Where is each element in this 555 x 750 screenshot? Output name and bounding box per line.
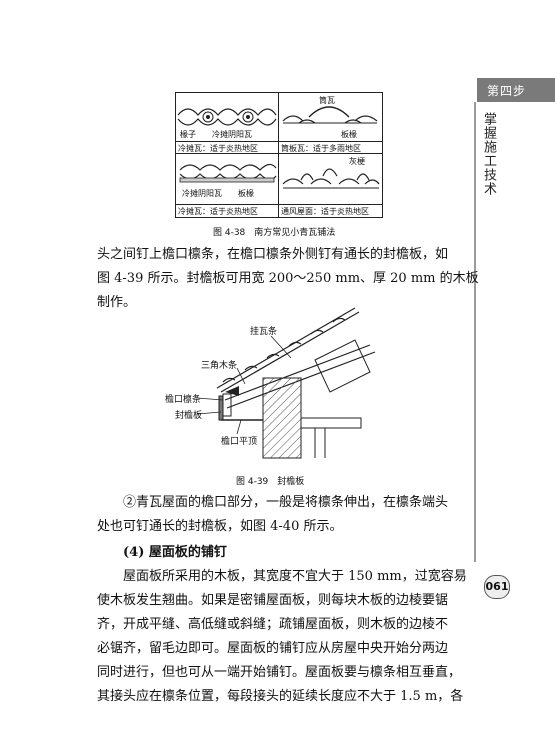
page-number: 061	[484, 575, 510, 599]
figure-4-38: 椽子 冷摊阴阳瓦 冷摊瓦：适于炎热地区 筒瓦 板椽 筒板瓦：适于多雨地区 冷摊阴…	[175, 92, 383, 218]
fig438-desc: 冷摊瓦：适于炎热地区	[178, 144, 258, 153]
fig438-label: 灰梗	[349, 157, 365, 166]
figure-4-39: 挂瓦条 三角木条 檐口檩条 封檐板 檐口平顶	[165, 300, 395, 460]
label-san-jiao-mu-tiao: 三角木条	[201, 361, 238, 371]
paragraph-3: 屋面板所采用的木板，其宽度不宜大于 150 mm，过宽容易 使木板发生翘曲。如果…	[97, 565, 469, 709]
chapter-tab-label: 第四步	[487, 84, 527, 98]
paragraph-line: 处也可钉通长的封檐板，如图 4-40 所示。	[97, 519, 343, 534]
fig438-desc: 通风屋面：适于炎热地区	[281, 207, 369, 216]
section-heading: (4) 屋面板的铺钉	[123, 545, 227, 560]
fig438-label: 冷摊阴阳瓦	[182, 189, 222, 198]
chapter-tab: 第四步	[477, 78, 555, 102]
paragraph-line: 制作。	[97, 295, 137, 310]
paragraph-line: 头之间钉上檐口檩条，在檐口檩条外侧钉有通长的封檐板，如	[97, 247, 449, 262]
side-divider	[474, 102, 476, 562]
fig438-cell-1: 椽子 冷摊阴阳瓦 冷摊瓦：适于炎热地区	[175, 92, 279, 154]
paragraph-line: 必锯齐，留毛边即可。屋面板的铺钉应从房屋中央开始分两边	[97, 641, 449, 656]
paragraph-line: 齐，开成平缝、高低缝或斜缝；疏铺屋面板，则木板的边棱不	[97, 617, 449, 632]
paragraph-2: ②青瓦屋面的檐口部分，一般是将檩条伸出，在檩条端头 处也可钉通长的封檐板，如图 …	[97, 491, 469, 539]
cold-laid-tile-drawing	[177, 108, 277, 126]
fig438-cell-3: 冷摊阴阳瓦 板椽 冷摊瓦：适于炎热地区	[175, 153, 279, 218]
fig438-desc: 冷摊瓦：适于炎热地区	[178, 207, 258, 216]
label-feng-yan-ban: 封檐板	[175, 411, 203, 421]
paragraph-line: 其接头应在檩条位置，每段接头的延续长度应不大于 1.5 m，各	[97, 689, 464, 704]
cold-laid-tile-drawing-2	[179, 163, 277, 183]
paragraph-line: ②青瓦屋面的檐口部分，一般是将檩条伸出，在檩条端头	[123, 495, 449, 510]
label-yan-kou-ping-ding: 檐口平顶	[221, 437, 258, 447]
paragraph-line: 屋面板所采用的木板，其宽度不宜大于 150 mm，过宽容易	[123, 569, 467, 584]
ventilated-roof-drawing	[282, 168, 380, 189]
fig438-label: 板椽	[238, 189, 254, 198]
paragraph-line: 图 4-39 所示。封檐板可用宽 200～250 mm、厚 20 mm 的木板	[97, 271, 479, 286]
fig438-desc: 筒板瓦：适于多雨地区	[281, 144, 361, 153]
fig438-label: 板椽	[341, 130, 357, 139]
fig438-label: 冷摊阴阳瓦	[212, 130, 252, 139]
label-yan-kou-lin-tiao: 檐口檩条	[165, 395, 202, 405]
tube-tile-drawing	[282, 106, 378, 124]
fig438-cell-4: 灰梗 通风屋面：适于炎热地区	[278, 153, 383, 218]
paragraph-line: 使木板发生翘曲。如果是密铺屋面板，则每块木板的边棱要锯	[97, 593, 449, 608]
label-gua-wa-tiao: 挂瓦条	[250, 327, 278, 337]
paragraph-1: 头之间钉上檐口檩条，在檐口檩条外侧钉有通长的封檐板，如 图 4-39 所示。封檐…	[97, 243, 479, 315]
fig439-caption: 图 4-39 封檐板	[236, 477, 305, 487]
paragraph-line: 同时进行，但也可从一端开始铺钉。屋面板要与檩条相互垂直，	[97, 665, 462, 680]
fig438-label: 筒瓦	[319, 96, 335, 105]
fig438-cell-2: 筒瓦 板椽 筒板瓦：适于多雨地区	[278, 92, 383, 154]
chapter-vertical-title: 掌握施工技术	[481, 112, 496, 196]
fig438-label: 椽子	[180, 130, 196, 139]
fig438-caption: 图 4-38 南方常见小青瓦铺法	[213, 228, 336, 238]
eave-board-drawing	[196, 307, 376, 459]
